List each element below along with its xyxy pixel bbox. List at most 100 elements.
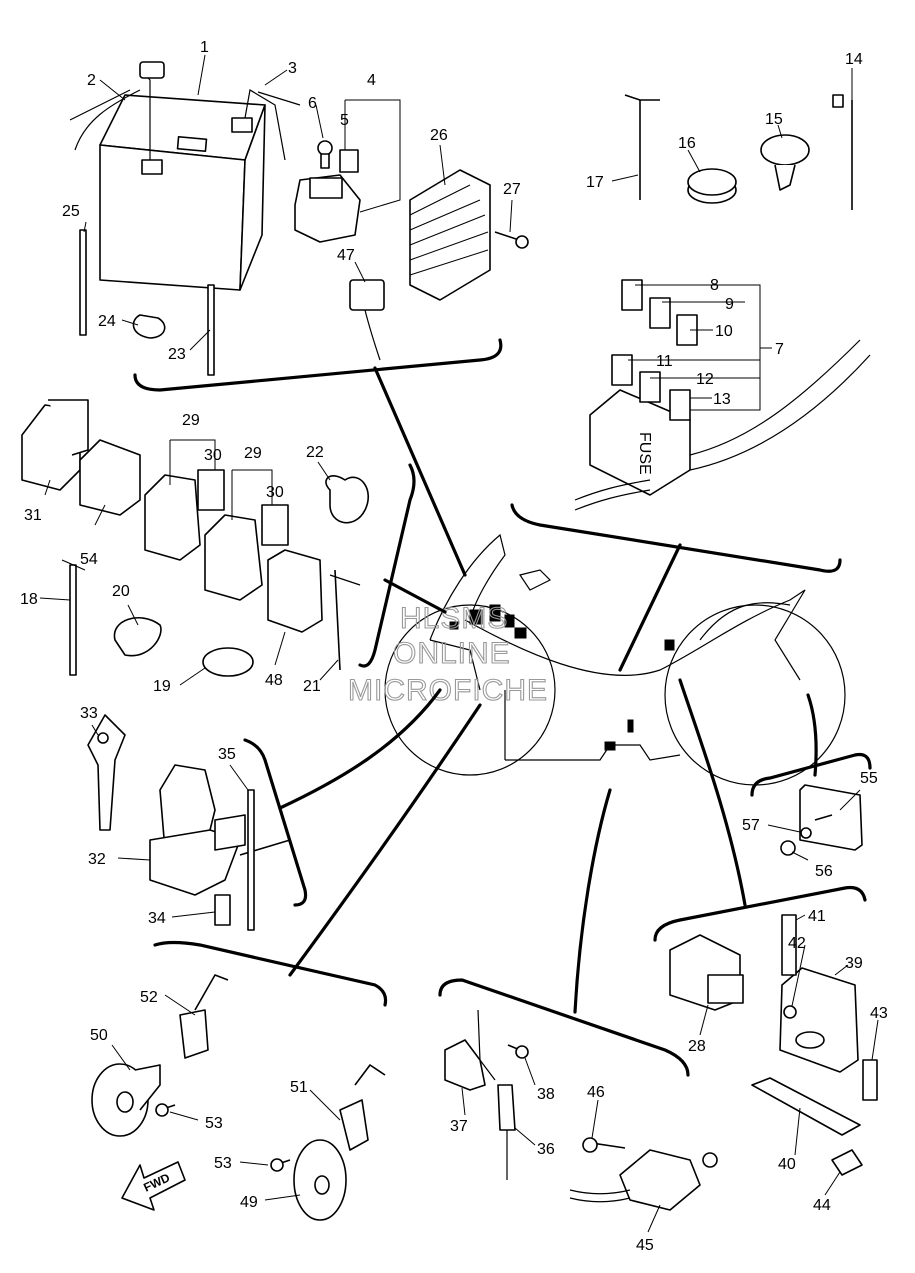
- callout-41: 41: [808, 908, 826, 925]
- callout-21: 21: [303, 678, 321, 695]
- bracket-51: [339, 1099, 369, 1151]
- bracket-52: [179, 1009, 209, 1059]
- fuse-box-label: FUSE: [636, 432, 653, 475]
- coupler-30a: [197, 469, 225, 511]
- callout-20: 20: [112, 583, 130, 600]
- callout-8: 8: [710, 277, 719, 294]
- rectifier-regulator: [409, 169, 491, 301]
- ignition-group: [87, 714, 308, 931]
- callout-49: 49: [240, 1194, 258, 1211]
- bolt-34: [214, 894, 231, 926]
- connector-relays: [383, 578, 447, 614]
- bolt-38: [515, 1045, 529, 1059]
- callout-23: 23: [168, 346, 186, 363]
- collar-19: [202, 647, 254, 677]
- callout-53b: 53: [214, 1155, 232, 1172]
- bolt-43: [862, 1059, 878, 1101]
- callout-31: 31: [24, 507, 42, 524]
- fuse-11: [611, 354, 633, 386]
- clamp-20: [113, 616, 162, 657]
- connector-horns: [288, 703, 482, 977]
- callout-numbers: 1 2 3 4 5 6 7 8 9 10 11 12 13 14 15 16 1…: [20, 39, 888, 1254]
- group-bracket-fuse: [510, 503, 842, 573]
- washer-57: [800, 827, 812, 839]
- callout-5: 5: [340, 112, 349, 129]
- callout-35: 35: [218, 746, 236, 763]
- plate-40: [751, 1077, 861, 1136]
- callout-19: 19: [153, 678, 171, 695]
- bolt-41: [781, 914, 797, 976]
- callout-50: 50: [90, 1027, 108, 1044]
- bracket-39: [779, 967, 859, 1073]
- callout-9: 9: [725, 296, 734, 313]
- callout-29a: 29: [182, 412, 200, 429]
- cable-cap-neg: [139, 61, 165, 79]
- key-33: [87, 714, 126, 831]
- callout-44: 44: [813, 1197, 831, 1214]
- callout-34: 34: [148, 910, 166, 927]
- callout-18: 18: [20, 591, 38, 608]
- callout-14: 14: [845, 51, 863, 68]
- callout-54: 54: [80, 551, 98, 568]
- callout-28: 28: [688, 1038, 706, 1055]
- connector-fuse: [618, 543, 682, 672]
- group-bracket-relays: [358, 463, 416, 668]
- callout-46: 46: [587, 1084, 605, 1101]
- callout-25: 25: [62, 203, 80, 220]
- callout-27: 27: [503, 181, 521, 198]
- relay-29b: [204, 514, 263, 601]
- horn-group: [91, 940, 388, 1221]
- cable-tie-23: [207, 284, 215, 376]
- unit-48: [267, 549, 323, 633]
- callout-4: 4: [367, 72, 376, 89]
- callout-26: 26: [430, 127, 448, 144]
- fuse-5: [339, 149, 359, 173]
- fuse-13: [669, 389, 691, 421]
- connector-markers: [449, 604, 675, 751]
- watermark: HLSMS ONLINE MICROFICHE: [347, 601, 548, 707]
- mount-group: [653, 885, 878, 1176]
- group-bracket-reflector: [750, 752, 872, 797]
- reflector-55: [799, 784, 863, 851]
- connector-mount: [678, 678, 747, 907]
- nut-44: [831, 1149, 863, 1176]
- washer-42: [783, 1005, 797, 1019]
- bolt-53a: [155, 1103, 169, 1117]
- callout-1: 1: [200, 39, 209, 56]
- cable-tie-25: [79, 229, 87, 336]
- reflector-group: [750, 752, 872, 856]
- battery-terminal-neg: [141, 159, 163, 175]
- callout-32: 32: [88, 851, 106, 868]
- relay-29a: [144, 474, 201, 561]
- callout-40: 40: [778, 1156, 796, 1173]
- connector-top-left: [373, 366, 467, 577]
- callout-47: 47: [337, 247, 355, 264]
- battery-group: [69, 61, 529, 392]
- callout-15: 15: [765, 111, 783, 128]
- callout-37: 37: [450, 1118, 468, 1135]
- callout-17: 17: [586, 174, 604, 191]
- callout-51: 51: [290, 1079, 308, 1096]
- relay-54: [79, 439, 141, 516]
- callout-10: 10: [715, 323, 733, 340]
- group-connectors: [278, 366, 818, 1014]
- bolt-53b: [270, 1158, 284, 1172]
- fuse-12: [639, 371, 661, 403]
- watermark-line-3: MICROFICHE: [348, 674, 548, 707]
- connector-reflector: [806, 693, 818, 777]
- callout-55: 55: [860, 770, 878, 787]
- callout-30b: 30: [266, 484, 284, 501]
- callout-22: 22: [306, 444, 324, 461]
- callout-30a: 30: [204, 447, 222, 464]
- sensor-45: [619, 1149, 701, 1211]
- connector-47: [349, 279, 385, 311]
- bolt-6: [317, 140, 333, 156]
- callout-12: 12: [696, 371, 714, 388]
- fuse-8: [621, 279, 643, 311]
- callout-53a: 53: [205, 1115, 223, 1132]
- callout-11: 11: [656, 353, 673, 370]
- watermark-line-1: HLSMS: [400, 602, 508, 635]
- leader-lines: [39, 54, 879, 1233]
- relay-group: [21, 399, 416, 677]
